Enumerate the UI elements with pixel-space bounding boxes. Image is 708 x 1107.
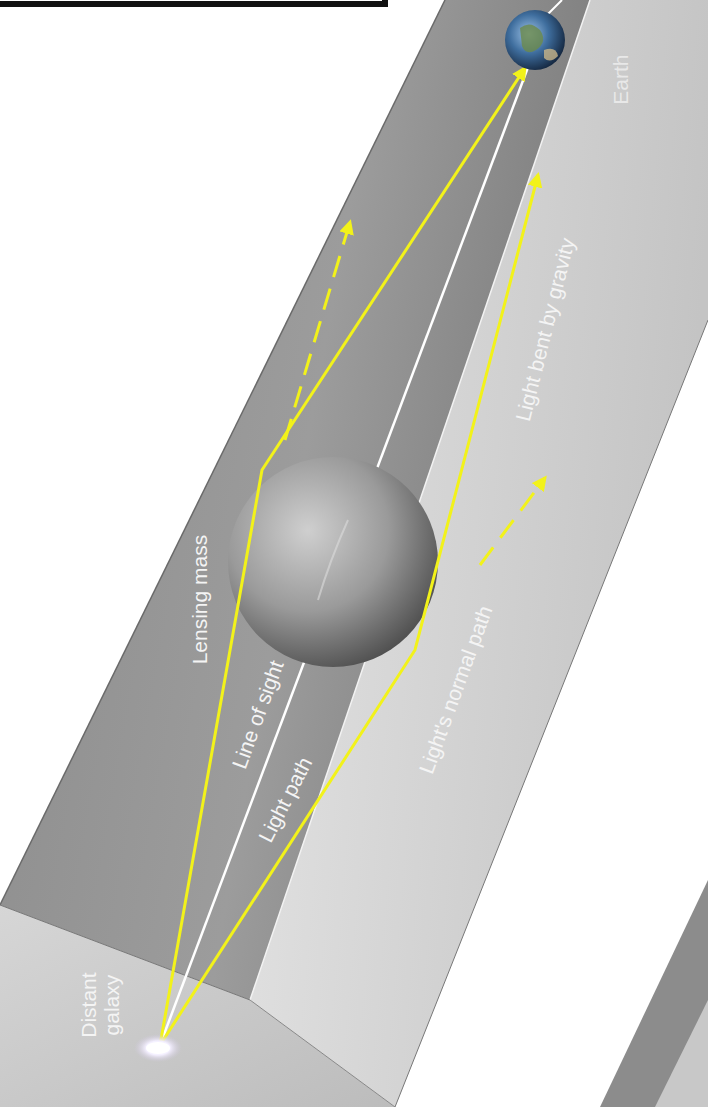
- object-label: Distant galaxy: [77, 964, 123, 1046]
- object-label: Earth: [608, 55, 631, 105]
- object-label: Lensing mass: [188, 535, 211, 665]
